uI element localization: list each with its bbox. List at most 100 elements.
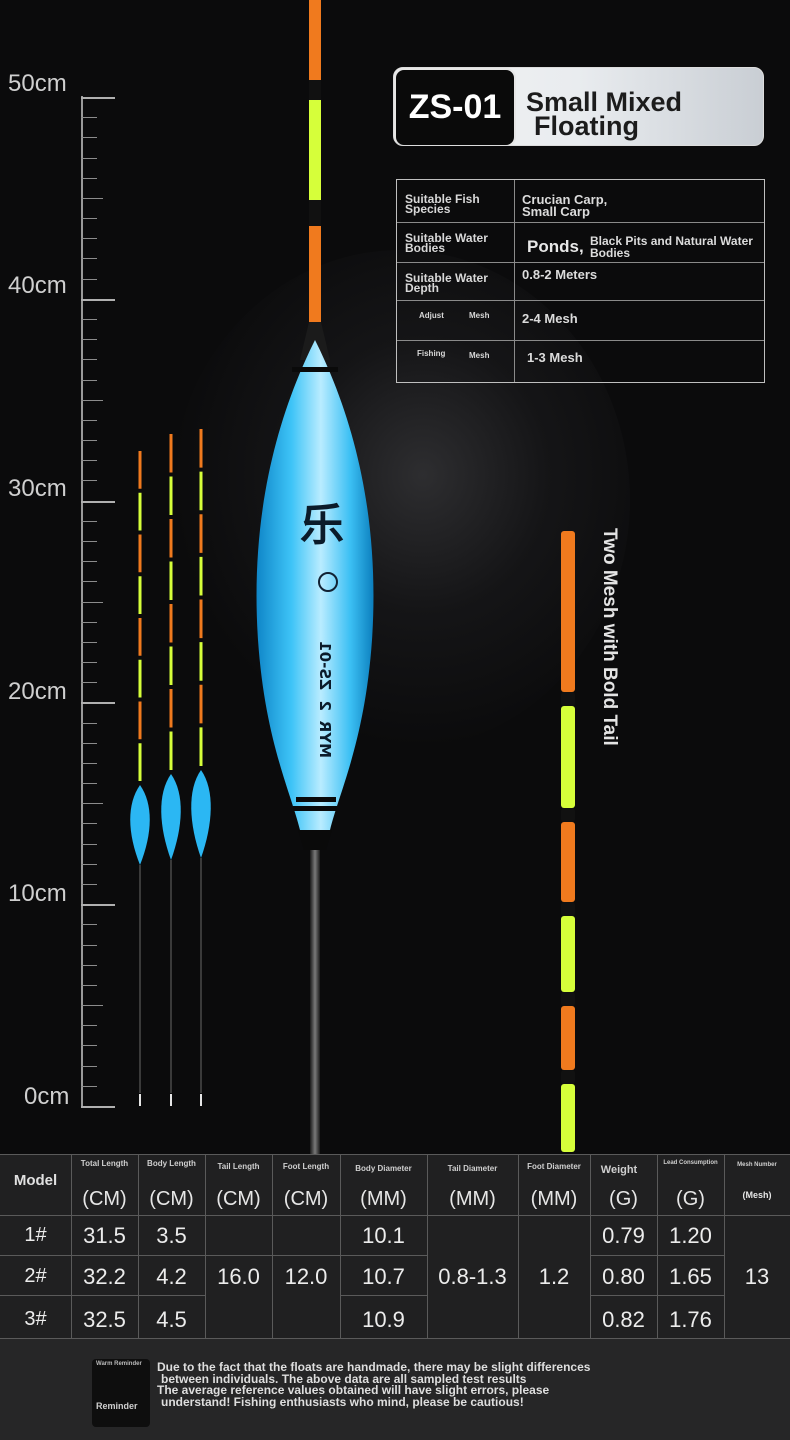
background-smoke [170, 250, 630, 750]
spec-value-prefix: Ponds, [527, 237, 584, 256]
small-float-body [161, 774, 181, 860]
col-divider [590, 1154, 591, 1339]
ruler-tick [81, 984, 97, 986]
main-float-body: 乐 [256, 340, 374, 850]
ruler-tick [81, 419, 97, 421]
reminder-badge-label: Reminder [96, 1401, 138, 1411]
ruler-label-10: 10cm [8, 880, 67, 907]
ruler-tick [81, 843, 97, 845]
small-float-tail-segment [199, 429, 203, 468]
cell-foot-diameter: 1.2 [538, 1264, 570, 1289]
ruler-label-30: 30cm [8, 475, 67, 502]
main-float-tail [300, 0, 330, 360]
ruler-label-50: 50cm [8, 70, 67, 97]
small-float-tail-segment [199, 556, 203, 596]
header-unit: (MM) [360, 1188, 407, 1210]
spec-value: Crucian Carp, Small Carp [522, 192, 608, 219]
ruler-tick [81, 722, 97, 724]
ruler-tick [81, 621, 97, 623]
col-divider [427, 1154, 428, 1339]
spec-row-fishing: Fishing Mesh 1-3 Mesh [397, 340, 764, 384]
cell-tail-diameter: 0.8-1.3 [438, 1264, 507, 1289]
notice-line: understand! Fishing enthusiasts who mind… [161, 1394, 524, 1409]
ruler-tick [81, 783, 97, 785]
ruler-tick [81, 662, 97, 664]
small-float-tail-segment [199, 727, 203, 766]
ruler-tick [81, 1025, 97, 1027]
small-float-tail-segment [169, 434, 173, 473]
model-code: ZS-01 [394, 68, 516, 145]
cell-foot-length: 12.0 [284, 1264, 328, 1289]
ruler-tick [81, 339, 97, 341]
header-unit: (MM) [530, 1188, 578, 1210]
cell-lead: 1.20 [669, 1223, 712, 1248]
header-total-length: Total Length [80, 1159, 129, 1168]
header-foot-diameter: Foot Diameter [527, 1162, 581, 1171]
cell-body-length: 4.5 [156, 1307, 187, 1332]
bold-tail-segment [561, 692, 575, 706]
col-divider [205, 1154, 206, 1339]
cell-lead: 1.65 [669, 1264, 712, 1289]
svg-text:乐: 乐 [300, 500, 344, 551]
small-float-foot [139, 1094, 141, 1106]
ruler-tick [81, 117, 97, 119]
float-model: ZS-01 [316, 641, 334, 691]
ruler-tick [81, 540, 97, 542]
ruler-tick [81, 1045, 97, 1047]
small-float-tail-segment [138, 492, 142, 531]
ruler-tick [81, 601, 103, 603]
small-float-body [191, 770, 211, 858]
cell-weight: 0.80 [602, 1264, 645, 1289]
small-float-tail-segment [138, 701, 142, 740]
header-unit: (G) [609, 1188, 638, 1210]
header-tail-length: Tail Length [217, 1162, 260, 1171]
ruler-tick [81, 97, 115, 99]
col-divider [71, 1154, 72, 1339]
cell-lead: 1.76 [669, 1307, 712, 1332]
spec-row-species: Suitable Fish Species Crucian Carp, Smal… [397, 180, 764, 222]
spec-key: Fishing [417, 349, 446, 358]
cell-total-length: 32.5 [83, 1307, 126, 1332]
bold-tail-segment [561, 808, 575, 822]
header-unit: (G) [676, 1188, 705, 1210]
ruler-label-40: 40cm [8, 272, 67, 299]
small-float-tail-segment [138, 618, 142, 656]
ruler-tick [81, 318, 97, 320]
cell-weight: 0.79 [602, 1223, 645, 1248]
small-float-tail-segment [138, 743, 142, 781]
cell-total-length: 31.5 [83, 1223, 126, 1248]
cell-body-length: 3.5 [156, 1223, 187, 1248]
bold-tail-segment [561, 822, 575, 902]
cell-mesh-number: 13 [744, 1264, 770, 1289]
spec-value: Black Pits and Natural Water Bodies [590, 234, 753, 260]
ruler-tick [81, 561, 97, 563]
ruler-tick [81, 480, 97, 482]
header-mesh-number: Mesh Number [737, 1162, 777, 1168]
ruler-tick [81, 762, 97, 764]
spec-table: Suitable Fish Species Crucian Carp, Smal… [396, 179, 765, 383]
col-divider [340, 1154, 341, 1339]
ruler-tick [81, 944, 97, 946]
ruler-tick [81, 1065, 97, 1067]
spec-row-adjust: Adjust Mesh 2-4 Mesh [397, 300, 764, 340]
product-name-line2: Floating [534, 111, 639, 141]
bold-tail-segment [561, 902, 575, 916]
spec-key: Mesh [469, 311, 490, 320]
small-float-tail-segment [169, 604, 173, 643]
spec-value: 1-3 Mesh [527, 350, 583, 365]
header-unit: (CM) [283, 1188, 329, 1210]
ruler-tick [81, 884, 97, 886]
ruler-tick [81, 278, 97, 280]
ruler-label-20: 20cm [8, 678, 67, 705]
spec-key: Suitable Water Bodies [405, 231, 488, 255]
ruler-tick [81, 682, 97, 684]
float-marking: MYR 2 ZS-01 [296, 628, 334, 758]
col-divider [657, 1154, 658, 1339]
main-float-stem [310, 850, 320, 1160]
col-divider [272, 1154, 273, 1339]
row-divider [340, 1295, 427, 1296]
ruler-tick [81, 157, 97, 159]
ruler-tick [81, 238, 97, 240]
ruler-tick [81, 359, 97, 361]
ruler-tick [81, 520, 97, 522]
